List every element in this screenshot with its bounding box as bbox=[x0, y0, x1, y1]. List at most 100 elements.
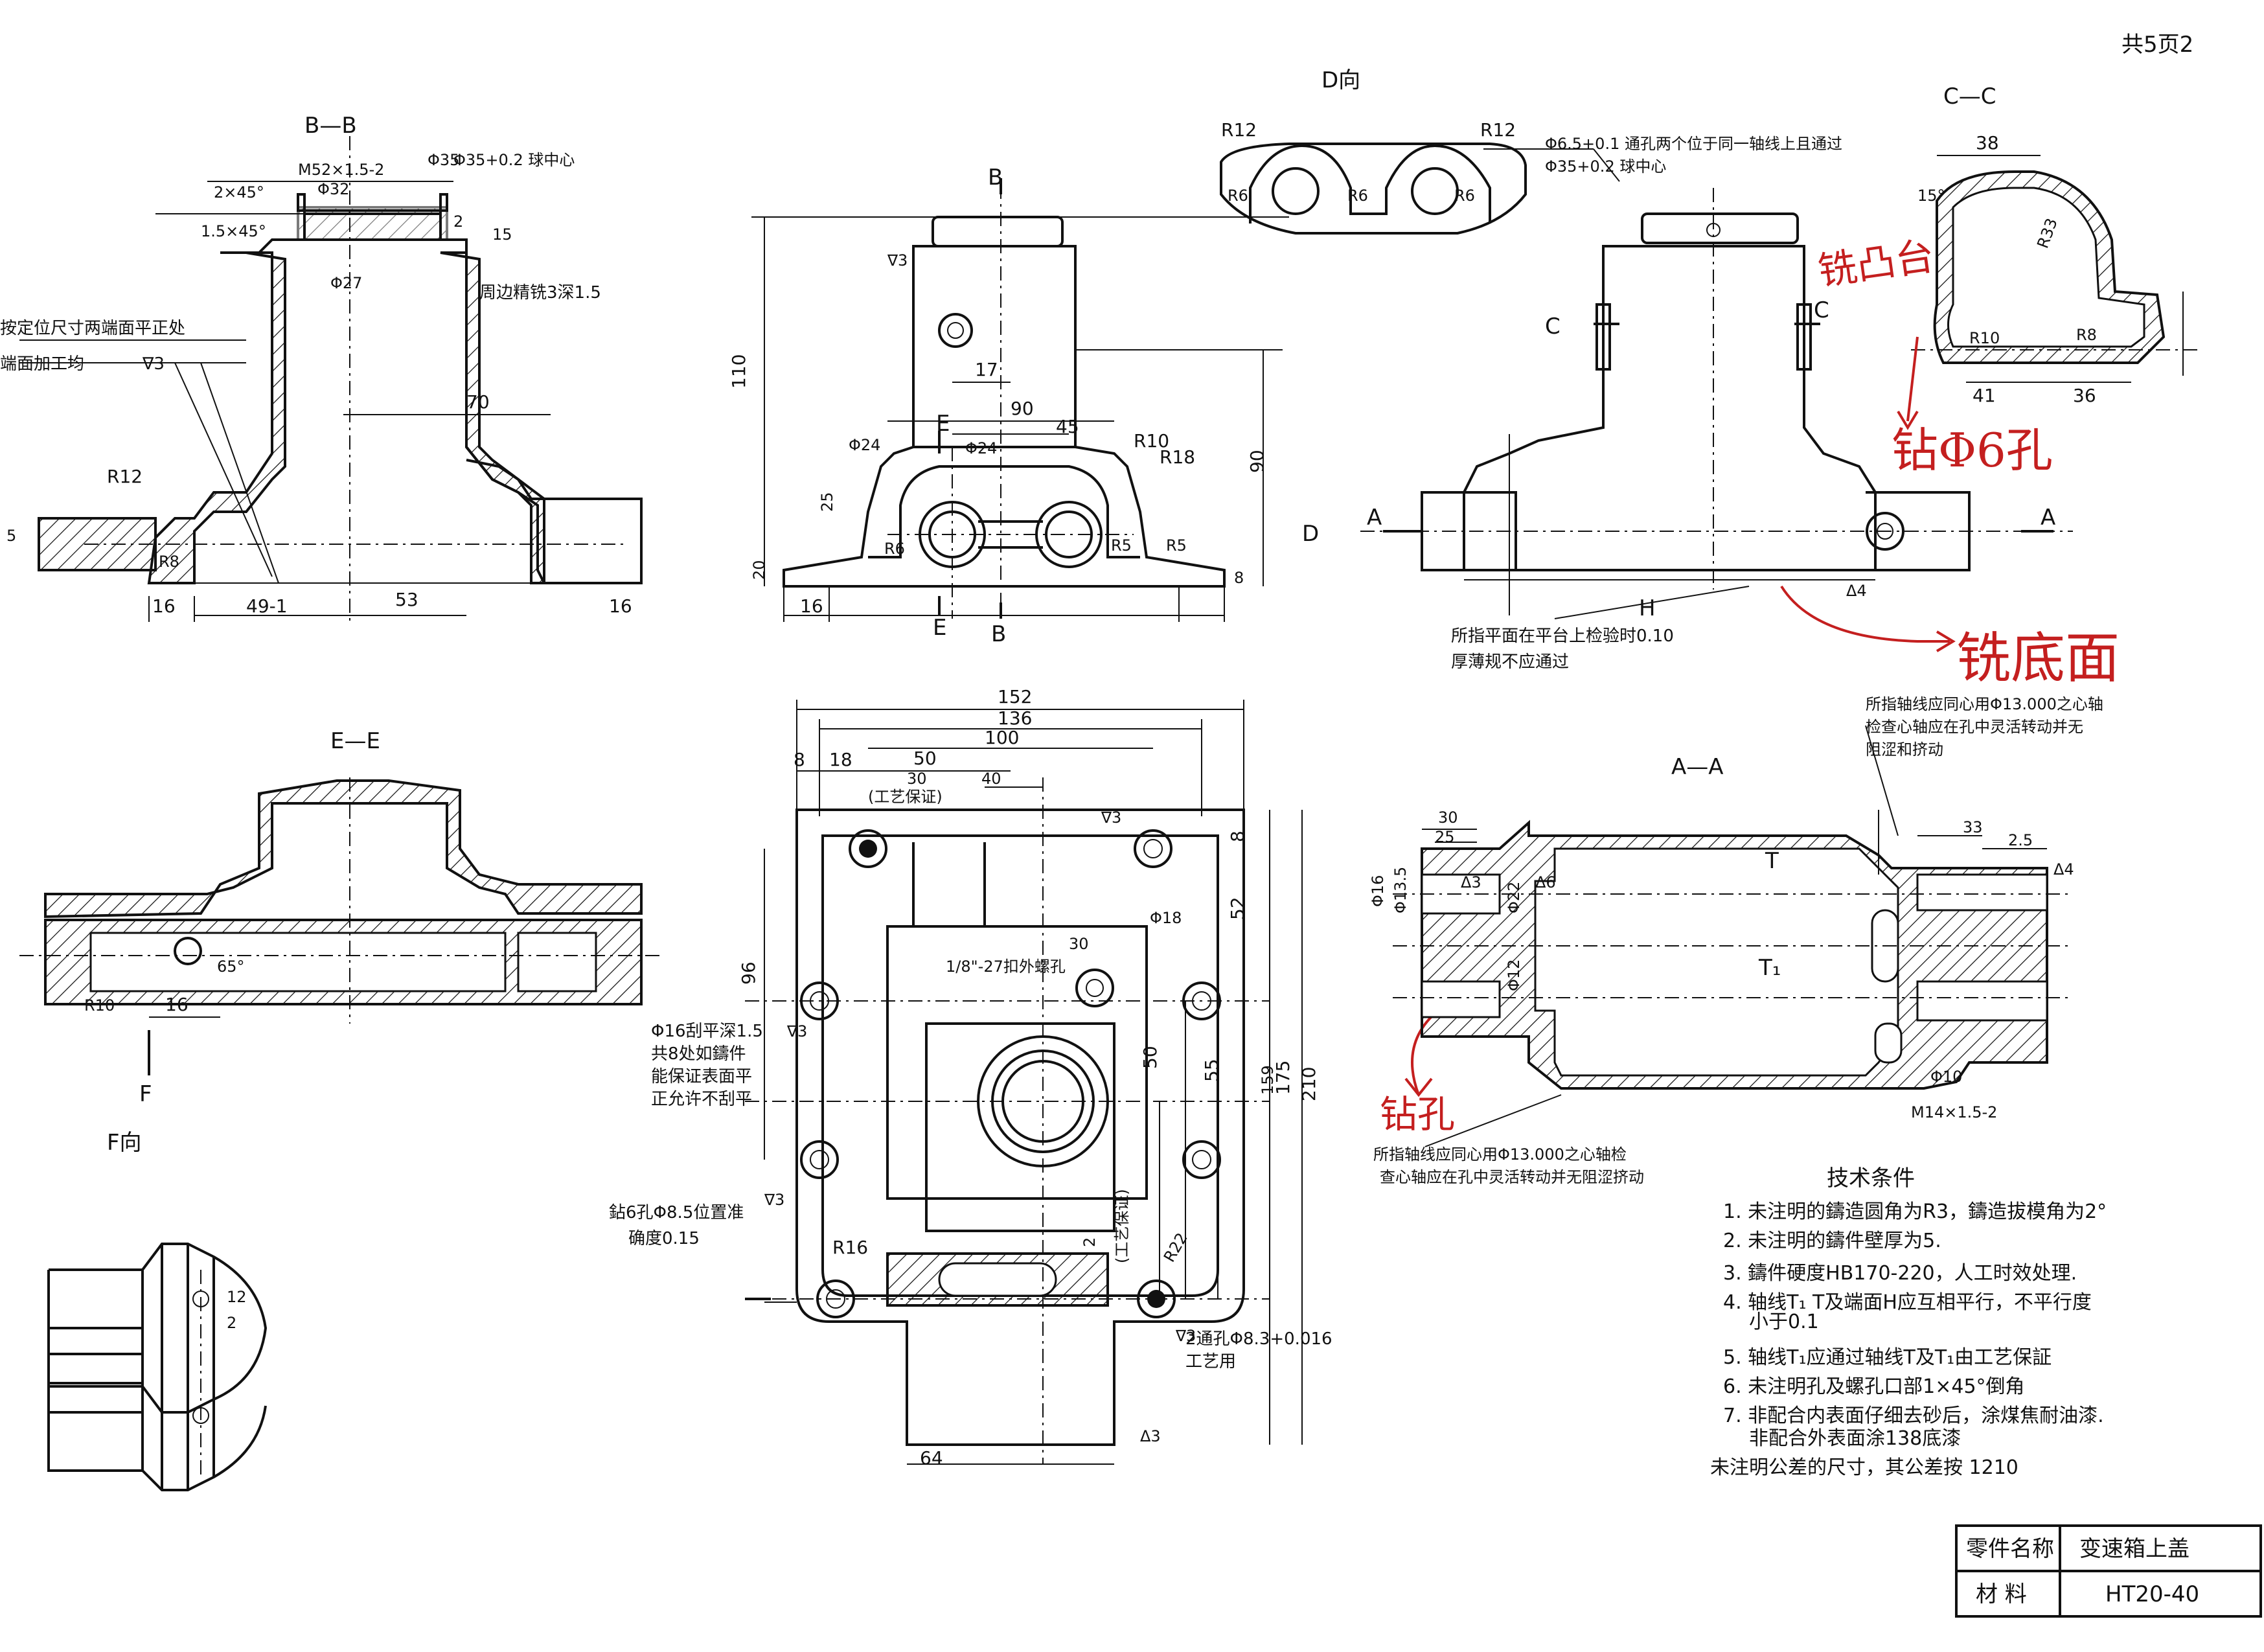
side-view-right: Φ6.5+0.1 通孔两个位于同一轴线上且通过 Φ35+0.2 球中心 所指平面… bbox=[1302, 135, 2073, 672]
front-dim-r18: R18 bbox=[1160, 446, 1195, 468]
d-dim-r6-right: R6 bbox=[1454, 187, 1475, 205]
top-dim-phi18: Φ18 bbox=[1150, 909, 1182, 927]
bb-dim-r12: R12 bbox=[107, 466, 143, 487]
aa-note-top-3: 阻涩和挤动 bbox=[1866, 740, 1943, 759]
side-mark-c-right: C bbox=[1814, 297, 1829, 323]
bb-note-mill-perimeter: 周边精铣3深1.5 bbox=[479, 283, 601, 303]
tech-item-3: 3. 鑄件硬度HB170-220，人工时效处理. bbox=[1723, 1262, 2077, 1285]
front-dim-25: 25 bbox=[818, 492, 836, 512]
side-mark-a-left: A bbox=[1367, 505, 1382, 531]
bb-dim-dia-32: Φ32 bbox=[317, 180, 349, 198]
section-view-cc: C—C 38 15° R33 R10 R8 41 36 bbox=[1911, 84, 2202, 406]
front-mark-e-top: E bbox=[936, 411, 950, 437]
top-dim-30: 30 bbox=[907, 770, 927, 788]
bb-note-sphere-center: Φ35+0.2 球中心 bbox=[453, 151, 575, 169]
top-dim-50-vert: 50 bbox=[1139, 1046, 1161, 1069]
front-dim-8: 8 bbox=[1234, 569, 1244, 587]
top-note-spotface-4: 正允许不刮平 bbox=[651, 1090, 752, 1109]
aa-label-t: T bbox=[1765, 848, 1779, 874]
view-title-f: F向 bbox=[107, 1130, 142, 1156]
top-dim-r16: R16 bbox=[832, 1237, 868, 1258]
section-view-bb: B—B 2×45° 1.5×45° M52×1.5-2 Φ32 Φ35 Φ27 … bbox=[0, 113, 643, 622]
top-dim-30-small: 30 bbox=[1069, 935, 1089, 953]
side-note-sphere: Φ35+0.2 球中心 bbox=[1545, 157, 1666, 176]
top-dim-64: 64 bbox=[920, 1447, 943, 1469]
front-dim-45: 45 bbox=[1056, 416, 1079, 437]
bb-dim-r8: R8 bbox=[159, 553, 179, 571]
bb-dim-thread: M52×1.5-2 bbox=[298, 161, 384, 179]
view-d: D向 R12 R12 R6 R6 R6 bbox=[1220, 67, 1527, 235]
cc-dim-36: 36 bbox=[2073, 385, 2096, 406]
front-dim-phi24-left: Φ24 bbox=[849, 436, 880, 454]
bb-dim-16-left: 16 bbox=[152, 595, 176, 617]
aa-note-bottom-2: 查心轴应在孔中灵活转动并无阻涩挤动 bbox=[1380, 1168, 1644, 1186]
front-dim-90: 90 bbox=[1011, 398, 1034, 419]
bb-dim-chamfer-1: 2×45° bbox=[214, 183, 264, 201]
cc-dim-r10: R10 bbox=[1969, 329, 2000, 347]
front-mark-b-bottom: B bbox=[991, 621, 1006, 647]
side-note-holes: Φ6.5+0.1 通孔两个位于同一轴线上且通过 bbox=[1545, 135, 1842, 153]
red-note-drill-hole: 钻孔 bbox=[1380, 1092, 1455, 1136]
top-note-process-1: (工艺保证) bbox=[868, 788, 943, 806]
top-note-drill-6-1: 鉆6孔Φ8.5位置准 bbox=[609, 1203, 744, 1222]
aa-label-t1: T₁ bbox=[1758, 955, 1781, 981]
view-title-aa: A—A bbox=[1671, 754, 1724, 780]
bb-dim-53: 53 bbox=[395, 589, 418, 610]
d-dim-r6-left: R6 bbox=[1228, 187, 1248, 205]
side-mark-c-left: C bbox=[1545, 314, 1561, 339]
ee-dim-16: 16 bbox=[165, 994, 189, 1015]
tech-item-6: 6. 未注明孔及螺孔口部1×45°倒角 bbox=[1723, 1375, 2025, 1398]
cc-dim-r8: R8 bbox=[2076, 326, 2097, 344]
aa-dim-m14: M14×1.5-2 bbox=[1911, 1103, 1997, 1121]
aa-dim-2-5: 2.5 bbox=[2008, 831, 2033, 849]
tech-item-5: 5. 轴线T₁应通过轴线T及T₁由工艺保証 bbox=[1723, 1346, 2052, 1369]
cc-dim-41: 41 bbox=[1972, 385, 1996, 406]
page-corner-label: 共5页2 bbox=[2121, 32, 2193, 58]
top-dim-210: 210 bbox=[1298, 1067, 1320, 1101]
top-dim-152: 152 bbox=[998, 686, 1032, 707]
aa-dim-25: 25 bbox=[1435, 828, 1455, 846]
ee-dim-r10: R10 bbox=[84, 996, 115, 1015]
front-dim-16: 16 bbox=[800, 595, 823, 617]
top-roughness-4: ∇3 bbox=[1175, 1327, 1196, 1345]
aa-roughness-3: Δ3 bbox=[1461, 873, 1481, 891]
cc-dim-38: 38 bbox=[1976, 132, 1999, 154]
top-roughness-5: Δ3 bbox=[1140, 1427, 1161, 1445]
top-dim-40: 40 bbox=[981, 770, 1001, 788]
bb-note-end-face: 按定位尺寸两端面平正处 bbox=[0, 319, 185, 338]
top-dim-100: 100 bbox=[985, 727, 1019, 748]
tech-tolerance-note: 未注明公差的尺寸，其公差按 1210 bbox=[1710, 1456, 2018, 1479]
front-mark-e-bottom: E bbox=[933, 615, 946, 641]
front-dim-r5-b: R5 bbox=[1166, 536, 1187, 555]
bb-dim-5: 5 bbox=[6, 527, 16, 545]
top-dim-159: 159 bbox=[1259, 1065, 1277, 1095]
aa-dim-phi16: Φ16 bbox=[1369, 875, 1387, 907]
aa-note-top-2: 检查心轴应在孔中灵活转动并无 bbox=[1866, 718, 2083, 736]
bb-dim-70: 70 bbox=[466, 391, 490, 413]
top-roughness-3: ∇3 bbox=[764, 1191, 784, 1209]
top-dim-52: 52 bbox=[1227, 897, 1248, 920]
tech-item-7: 7. 非配合内表面仔细去砂后，涂煤焦耐油漆. bbox=[1723, 1405, 2104, 1427]
top-dim-96: 96 bbox=[738, 961, 759, 985]
technical-conditions: 技术条件 1. 未注明的鑄造圆角为R3，鑄造拔模角为2° 2. 未注明的鑄件壁厚… bbox=[1710, 1165, 2107, 1479]
front-mark-b-top: B bbox=[988, 165, 1003, 190]
tech-item-4: 4. 轴线T₁ T及端面H应互相平行，不平行度 bbox=[1723, 1291, 2092, 1314]
bb-dim-49: 49-1 bbox=[246, 595, 288, 617]
title-block-material-label: 材 料 bbox=[1976, 1581, 2027, 1607]
aa-roughness-4: Δ4 bbox=[2053, 860, 2074, 878]
top-note-spotface-2: 共8处如鑄件 bbox=[651, 1044, 746, 1064]
bb-dim-2: 2 bbox=[453, 212, 463, 231]
section-view-ee: E—E 65° R10 16 F bbox=[19, 728, 661, 1107]
top-note-spotface-3: 能保证表面平 bbox=[651, 1067, 752, 1086]
top-dim-50: 50 bbox=[913, 748, 937, 769]
side-mark-d: D bbox=[1302, 521, 1319, 547]
title-block-part-name-label: 零件名称 bbox=[1966, 1536, 2054, 1562]
aa-dim-30: 30 bbox=[1438, 809, 1458, 827]
view-title-ee: E—E bbox=[330, 728, 380, 754]
red-annotations: 铣凸台 钻Φ6孔 铣底面 钻孔 bbox=[1380, 233, 2120, 1136]
side-mark-a-right: A bbox=[2041, 505, 2055, 531]
ee-dim-65deg: 65° bbox=[217, 958, 245, 976]
title-block: 零件名称 变速箱上盖 材 料 HT20-40 bbox=[1955, 1524, 2262, 1618]
red-note-mill-bottom: 铣底面 bbox=[1956, 626, 2120, 690]
